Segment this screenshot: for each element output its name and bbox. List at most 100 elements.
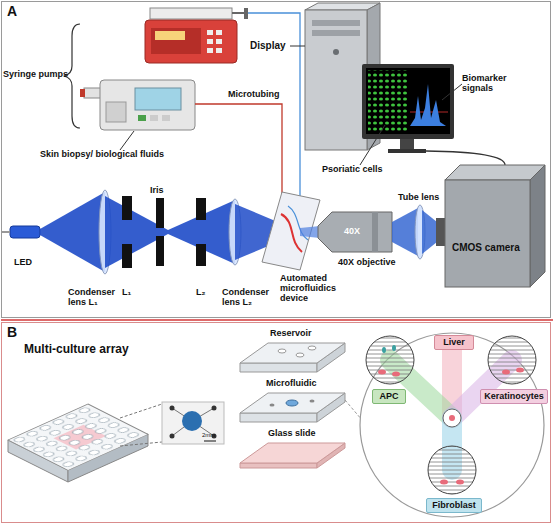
- syringe-pump: [80, 89, 85, 97]
- organ-chip-view: [360, 333, 544, 517]
- microfluidic-layer: [286, 400, 298, 406]
- syringe-pump: [216, 48, 222, 53]
- zoom-line: [120, 404, 162, 418]
- component-label: CMOS camera: [452, 242, 528, 253]
- syringe-pump: [207, 30, 213, 35]
- cmos-camera: [445, 165, 545, 180]
- cell-type-name: Fibroblast: [432, 501, 476, 511]
- syringe-pump: [145, 8, 248, 63]
- computer-tower: [333, 49, 339, 55]
- syringe-pump: [216, 30, 222, 35]
- syringe-pump: [151, 28, 201, 54]
- reservoir-layer: [296, 353, 304, 357]
- microfluidic-layer: [310, 400, 315, 403]
- culture-plate: [8, 404, 148, 470]
- organ-chip-view: [392, 345, 396, 351]
- organ-chip-view: [443, 409, 461, 427]
- leader-line: [290, 46, 305, 47]
- component-label: Syringe pumps: [3, 70, 73, 80]
- layer-label: Reservoir: [270, 329, 312, 339]
- light-beam: [392, 208, 418, 256]
- microfluidic-device: [262, 192, 320, 270]
- display-monitor: [388, 149, 426, 153]
- syringe-pump: [145, 20, 237, 63]
- microfluidic-device: [262, 192, 320, 270]
- computer-tower: [312, 30, 360, 36]
- leader-line: [120, 131, 134, 150]
- glass-slide-layer: [240, 443, 345, 463]
- component-label: Display: [250, 40, 286, 51]
- cell-type-tag: Keratinocytes: [480, 389, 548, 404]
- iris: [156, 236, 164, 266]
- glass-slide-layer: [240, 443, 345, 468]
- computer-tower: [312, 20, 360, 26]
- cmos-camera: [436, 165, 545, 287]
- zoom-line: [345, 400, 362, 420]
- display-monitor: [362, 64, 454, 139]
- organ-chip-view: [360, 333, 544, 517]
- panel-heading: Multi-culture array: [24, 343, 129, 356]
- syringe-pump: [216, 39, 222, 44]
- aperture-ring: [196, 198, 206, 266]
- cable: [426, 151, 505, 165]
- zoom-line: [120, 442, 162, 446]
- aperture-ring: [122, 196, 132, 268]
- aperture-ring: [122, 196, 132, 220]
- component-label: Microtubing: [228, 90, 280, 100]
- reservoir-layer: [240, 343, 345, 363]
- syringe-pump: [244, 8, 248, 19]
- led: [2, 226, 40, 238]
- glass-slide-layer: [240, 463, 317, 468]
- syringe-pump: [150, 115, 158, 121]
- iris: [156, 198, 164, 266]
- microfluidic-layer: [270, 404, 275, 407]
- light-beam: [300, 226, 320, 238]
- aperture-ring: [122, 244, 132, 268]
- part-label: L₁: [122, 288, 131, 298]
- cell-type-name: APC: [379, 392, 398, 402]
- syringe-pump: [80, 80, 195, 130]
- device-photo: [170, 434, 175, 439]
- culture-plate: [11, 405, 148, 470]
- component-label: 40X objective: [338, 258, 396, 268]
- organ-chip-view: [456, 480, 464, 485]
- scale-bar-label: 2mm: [202, 432, 215, 439]
- organ-chip-view: [378, 370, 386, 375]
- iris: [156, 198, 164, 228]
- display-monitor: [368, 70, 408, 132]
- syringe-pump: [232, 12, 246, 14]
- syringe-pump: [150, 8, 232, 19]
- syringe-pump: [138, 115, 146, 121]
- cmos-camera: [445, 180, 530, 287]
- cmos-camera: [530, 165, 545, 287]
- organ-chip-view: [502, 370, 510, 375]
- component-label: Psoriatic cells: [322, 165, 383, 175]
- panel-separator: [1, 319, 553, 321]
- organ-chip-view: [366, 336, 414, 384]
- leader-line: [442, 84, 462, 100]
- component-label: Automated microfluidics device: [280, 274, 342, 304]
- component-label: Skin biopsy/ biological fluids: [40, 150, 164, 160]
- organ-chip-view: [440, 480, 448, 485]
- panel-letter: B: [7, 325, 17, 340]
- cell-type-name: Liver: [443, 338, 465, 348]
- organ-chip-view: [428, 446, 476, 494]
- panel: B Multi-culture array LiverAPC Keratinocyte…: [1, 322, 551, 523]
- objective: [372, 212, 378, 252]
- component-label: Condenser lens L₁: [68, 288, 120, 308]
- layer-label: Microfluidic: [266, 379, 317, 389]
- tubing-line: [195, 104, 282, 194]
- device-photo: [162, 402, 224, 444]
- panel-letter: A: [7, 4, 17, 19]
- microfluidic-device: [281, 214, 302, 252]
- syringe-pump: [162, 115, 170, 121]
- reservoir-layer: [240, 363, 317, 372]
- organ-chip-view: [382, 347, 386, 353]
- component-label: Tube lens: [398, 193, 439, 203]
- display-monitor: [410, 84, 446, 126]
- device-photo: [170, 406, 175, 411]
- syringe-pump: [207, 48, 213, 53]
- layer-label: Glass slide: [268, 429, 316, 439]
- cell-type-name: Keratinocytes: [484, 392, 544, 402]
